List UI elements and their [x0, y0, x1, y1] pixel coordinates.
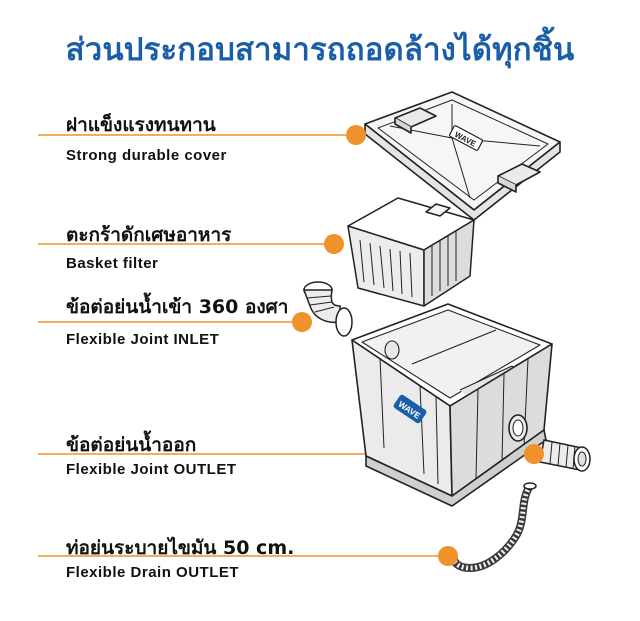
cover-marker — [346, 125, 366, 145]
cover-illustration: WAVE — [364, 91, 561, 221]
tank-illustration: WAVE — [351, 303, 553, 507]
basket-marker — [324, 234, 344, 254]
drain-marker — [438, 546, 458, 566]
outlet-label-thai: ข้อต่อย่นน้ำออก — [66, 434, 197, 456]
outlet-marker — [524, 444, 544, 464]
basket-illustration — [347, 197, 475, 307]
outlet-label-english: Flexible Joint OUTLET — [66, 461, 237, 478]
inlet-label-english: Flexible Joint INLET — [66, 331, 220, 348]
basket-label-english: Basket filter — [66, 255, 159, 272]
drain-label-thai: ท่อย่นระบายไขมัน 50 cm. — [66, 537, 295, 559]
cover-label-english: Strong durable cover — [66, 147, 227, 164]
cover-label-thai: ฝาแข็งแรงทนทาน — [66, 114, 216, 136]
outlet-joint-illustration — [539, 439, 591, 472]
drain-hose-illustration — [449, 482, 537, 573]
inlet-marker — [292, 312, 312, 332]
basket-label-thai: ตะกร้าดักเศษอาหาร — [66, 224, 232, 246]
inlet-label-thai: ข้อต่อย่นน้ำเข้า 360 องศา — [66, 296, 289, 318]
inlet-joint-illustration — [302, 281, 353, 337]
diagram-title: ส่วนประกอบสามารถถอดล้างได้ทุกชิ้น — [65, 32, 575, 68]
drain-label-english: Flexible Drain OUTLET — [66, 564, 240, 581]
